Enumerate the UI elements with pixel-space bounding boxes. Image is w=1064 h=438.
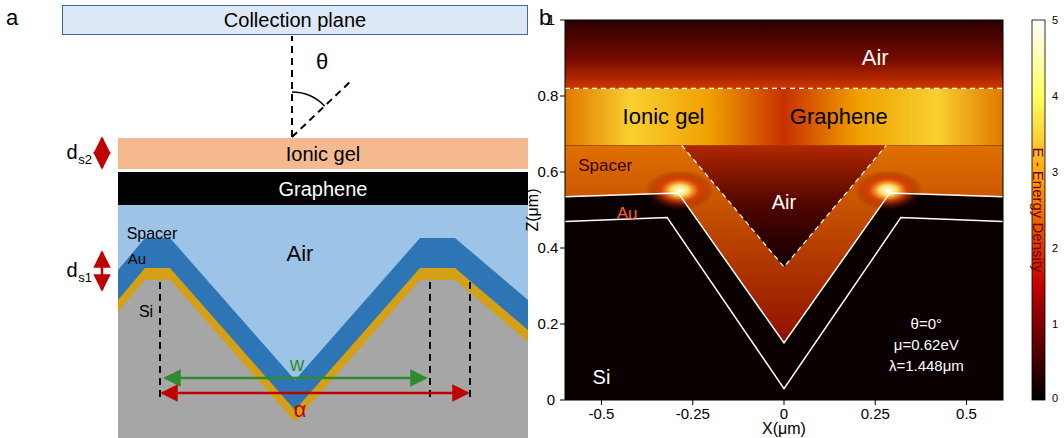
gold-outline xyxy=(565,193,1003,343)
region-label: Air xyxy=(287,242,314,266)
tick-label: 4 xyxy=(1052,90,1058,102)
tick-label: -0.25 xyxy=(676,406,710,423)
air-region xyxy=(118,205,528,438)
tick-label: 2 xyxy=(1052,242,1058,254)
tick-label: 3 xyxy=(1052,166,1058,178)
dimension-subscript: s1 xyxy=(78,271,92,285)
dimension-label: w xyxy=(290,353,304,375)
silicon-outline xyxy=(565,218,1003,389)
tick-label: 0.25 xyxy=(861,406,890,423)
axis-tick xyxy=(560,400,565,401)
guide-line xyxy=(159,282,161,400)
tick-label: -0.5 xyxy=(589,406,615,423)
field-map xyxy=(565,20,1003,400)
axis-tick xyxy=(601,400,602,405)
tick-label: 0.8 xyxy=(538,88,559,105)
gap-outline xyxy=(682,145,886,267)
layer-label: Si xyxy=(139,303,153,321)
layer-label: Au xyxy=(128,251,146,268)
region-label: Si xyxy=(593,366,611,388)
angle-arc xyxy=(292,92,325,106)
tick-label: 1 xyxy=(1052,318,1058,330)
guide-line xyxy=(469,282,471,400)
layer-label: Collection plane xyxy=(224,9,366,31)
normal-line xyxy=(291,36,293,137)
silicon-substrate xyxy=(118,280,528,438)
parameter-label: μ=0.62eV xyxy=(894,337,959,354)
axis-tick xyxy=(875,400,876,405)
air-field xyxy=(565,20,1003,88)
axis-tick xyxy=(692,400,693,405)
parameter-label: λ=1.448μm xyxy=(889,358,964,375)
tick-label: 0 xyxy=(780,406,788,423)
axis-tick xyxy=(560,324,565,325)
dimension-label: d xyxy=(66,141,77,163)
plot-frame xyxy=(565,20,1003,400)
tick-label: 0.2 xyxy=(538,316,559,333)
interface-line xyxy=(565,88,1003,89)
axis-tick xyxy=(560,248,565,249)
hot-spot xyxy=(646,170,714,210)
dimension-label: α xyxy=(294,398,307,422)
region-label: Spacer xyxy=(578,157,632,176)
dimension-label: d xyxy=(66,259,77,281)
width-arrow xyxy=(165,377,426,380)
panel-letter: a xyxy=(6,6,18,30)
layer-label: Spacer xyxy=(127,225,178,243)
angle-symbol: θ xyxy=(316,50,328,74)
region-label: Graphene xyxy=(790,105,888,129)
gel-field xyxy=(565,88,1003,145)
axis-tick xyxy=(560,96,565,97)
region-label: Air xyxy=(772,191,796,213)
region-label: Ionic gel xyxy=(623,105,705,129)
axis-tick xyxy=(966,400,967,405)
guide-line xyxy=(429,282,431,400)
tick-label: 0 xyxy=(1052,392,1058,404)
layer-label: Graphene xyxy=(279,178,368,200)
tick-label: 5 xyxy=(1052,14,1058,26)
colorbar-title: E - Energy Density xyxy=(1030,147,1047,272)
plane-box: Collection plane xyxy=(62,5,528,35)
layer-label: Ionic gel xyxy=(286,143,361,165)
parameter-label: θ=0° xyxy=(911,316,942,333)
tick-label: 0 xyxy=(547,392,555,409)
dimension-subscript: s2 xyxy=(78,153,92,167)
layer-band: Graphene xyxy=(118,172,528,205)
region-label: Au xyxy=(617,204,638,223)
layer-band: Ionic gel xyxy=(118,138,528,169)
tick-label: 0.6 xyxy=(538,164,559,181)
hot-spot xyxy=(854,170,922,210)
axis-tick xyxy=(784,400,785,405)
metal-field xyxy=(565,193,1003,400)
tick-label: 1 xyxy=(547,12,555,29)
tick-label: 0.5 xyxy=(956,406,977,423)
thickness-arrow xyxy=(101,252,104,290)
angle-line xyxy=(292,80,352,137)
thickness-arrow xyxy=(101,138,104,168)
tick-label: 0.4 xyxy=(538,240,559,257)
period-arrow xyxy=(162,392,468,395)
axis-title: Z(μm) xyxy=(524,189,542,232)
spacer-layer xyxy=(118,238,528,438)
axis-tick xyxy=(560,172,565,173)
panel-a xyxy=(102,36,528,438)
axis-title: X(μm) xyxy=(762,420,806,438)
axis-tick xyxy=(560,20,565,21)
gold-layer xyxy=(118,268,528,438)
panel-b xyxy=(560,20,1045,405)
region-label: Air xyxy=(862,46,889,70)
